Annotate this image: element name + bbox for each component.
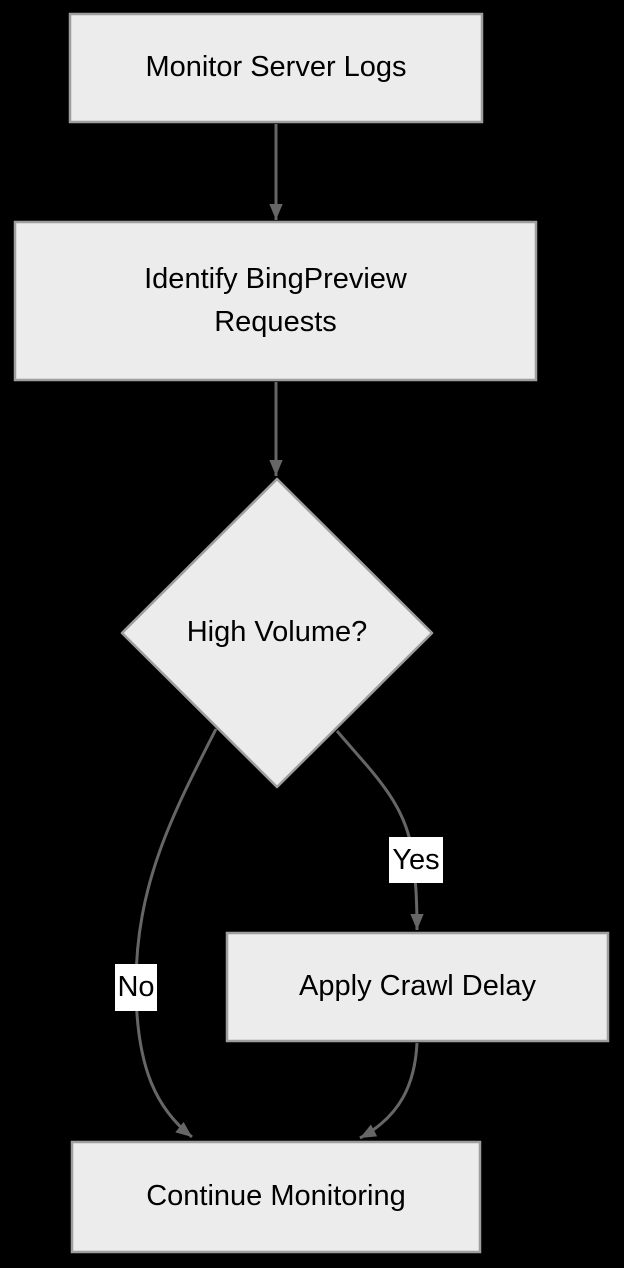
apply-node-shape [225, 931, 610, 1043]
continue-node-shape [70, 1140, 482, 1254]
edge-apply-to-continue [359, 1042, 419, 1140]
edge-decision-yes [335, 730, 424, 931]
decision-diamond-shape [120, 477, 434, 789]
monitor-node-shape [68, 12, 484, 124]
yes-edge-label: Yes [389, 837, 443, 883]
identify-node-shape [13, 220, 538, 382]
edge-decision-no [134, 728, 218, 1139]
no-edge-label: No [115, 964, 157, 1011]
